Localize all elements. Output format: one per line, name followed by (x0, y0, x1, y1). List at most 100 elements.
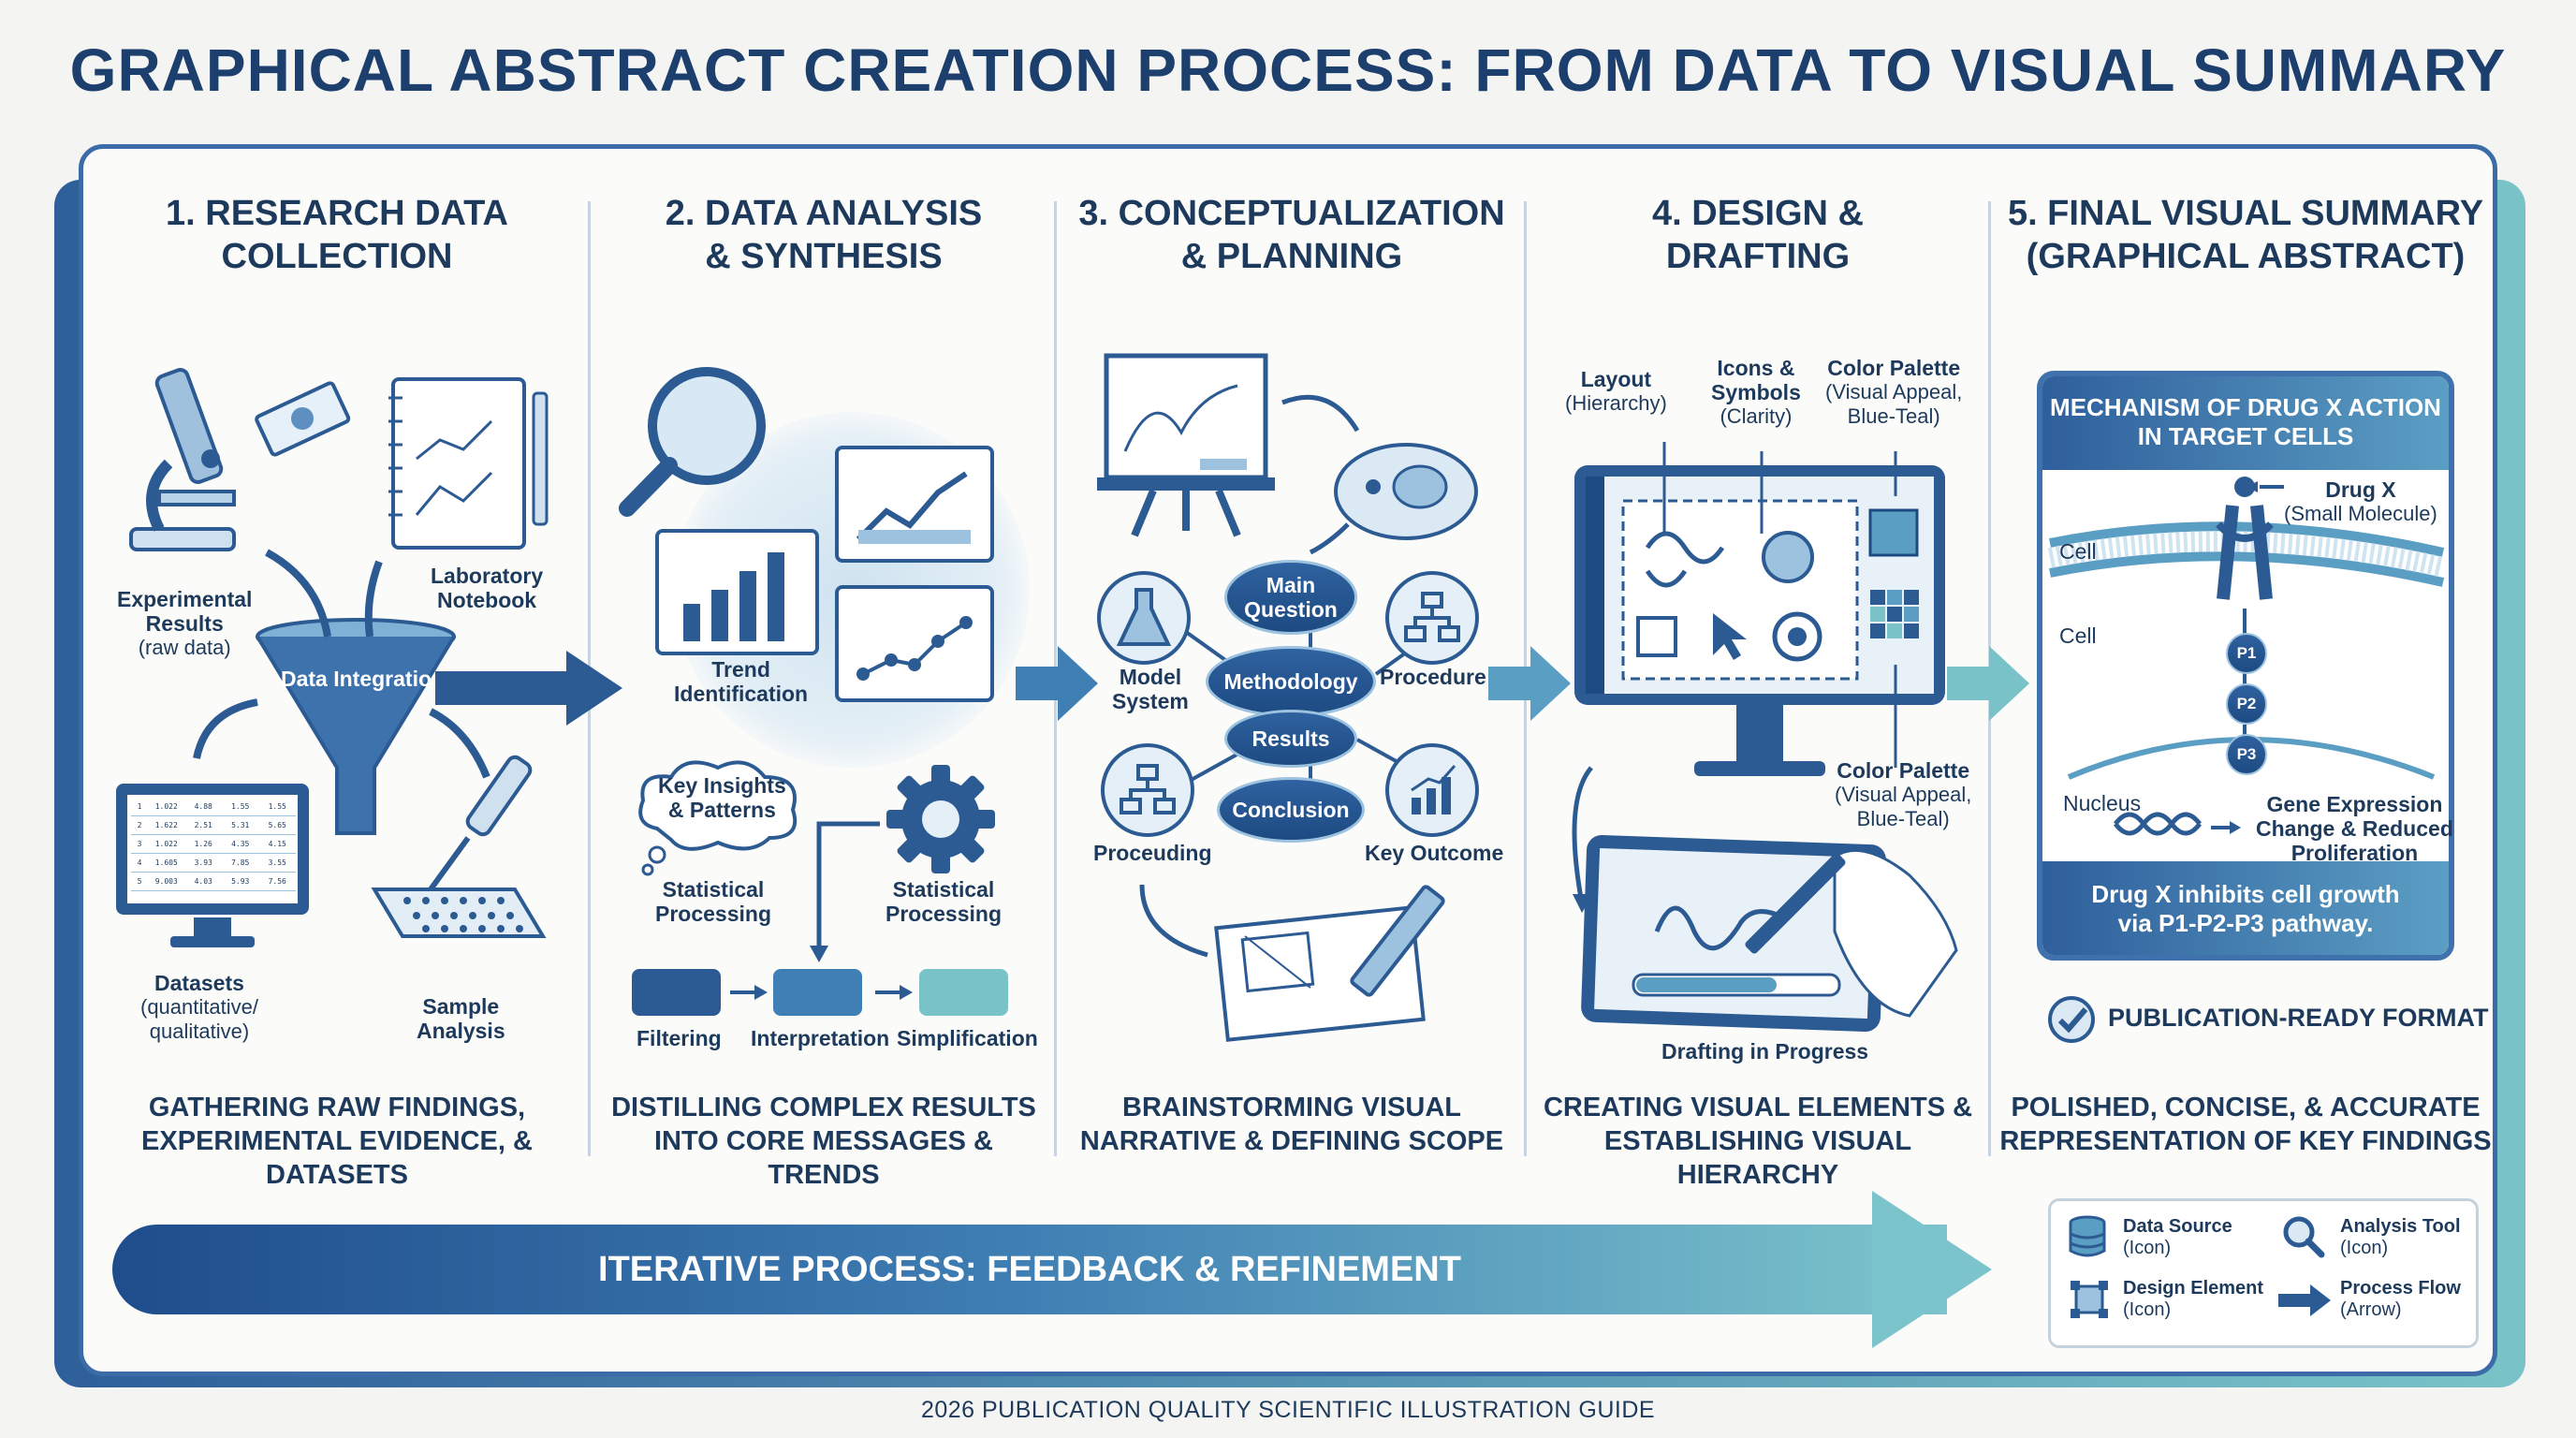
sample-analysis-label: Sample Analysis (417, 994, 505, 1043)
magnifier-icon (2283, 1216, 2325, 1258)
table-cell: 5.93 (231, 877, 250, 886)
experimental-results-title: Experimental Results (117, 587, 253, 636)
table-cell: 2 (137, 821, 142, 829)
table-cell: 3.55 (268, 858, 286, 867)
conclusion-node: Conclusion (1217, 777, 1365, 843)
stage-summary: DISTILLING COMPLEX RESULTS INTO CORE MES… (611, 1093, 1036, 1190)
cell-icon (1334, 443, 1478, 540)
legend-item: Design Element (Icon) (2123, 1278, 2263, 1321)
table-cell: 9.003 (154, 877, 178, 886)
stage-arrow (1488, 646, 1571, 721)
iterative-process-bar: ITERATIVE PROCESS: FEEDBACK & REFINEMENT (112, 1225, 1947, 1314)
p2-node: P2 (2226, 683, 2267, 725)
stage-heading: 5. FINAL VISUAL SUMMARY (GRAPHICAL ABSTR… (2007, 194, 2484, 276)
legend-sub: (Arrow) (2340, 1299, 2402, 1320)
layout-title: Layout (1580, 367, 1652, 391)
bar-chart-icon (655, 529, 819, 655)
legend-label: Design Element (2123, 1278, 2264, 1299)
process-arrows (810, 821, 880, 962)
color-palette-label: Color Palette (Visual Appeal, Blue-Teal) (1825, 356, 1962, 429)
trend-chart-icon (835, 446, 994, 563)
flowchart-icon (1385, 571, 1479, 665)
model-system-label: Model System (1112, 665, 1189, 713)
nucleus-label: Nucleus (2063, 791, 2142, 815)
legend (2048, 1198, 2479, 1348)
stage-final-summary: 5. FINAL VISUAL SUMMARY (GRAPHICAL ABSTR… (1998, 192, 2494, 1166)
microscope-icon (129, 368, 236, 551)
design-element-icon (2071, 1281, 2108, 1318)
legend-item: Process Flow (Arrow) (2340, 1278, 2461, 1321)
stage-summary: BRAINSTORMING VISUAL NARRATIVE & DEFININ… (1079, 1093, 1504, 1156)
experimental-results-sub: (raw data) (138, 636, 231, 659)
gene-expression-label: Gene Expression Change & Reduced Prolife… (2256, 792, 2453, 865)
table-cell: 2.51 (194, 821, 212, 829)
arrow-icon (2278, 1284, 2331, 1316)
stage-conceptualization: 3. CONCEPTUALIZATION & PLANNING BRAINSTO… (1067, 192, 1516, 1166)
data-integration-label: Data Integration (281, 667, 446, 691)
stage-arrow (1016, 646, 1098, 721)
table-cell: 3 (137, 840, 142, 848)
table-cell: 1.55 (231, 802, 250, 811)
trend-identification-label: Trend Identification (674, 657, 809, 706)
experimental-results-label: Experimental Results (raw data) (117, 587, 252, 660)
table-cell: 5.65 (268, 821, 286, 829)
cell-label: Cell (2059, 624, 2097, 648)
statistical-processing-label: Statistical Processing (886, 877, 1002, 926)
icons-symbols-sub: (Clarity) (1720, 404, 1793, 428)
datasets-title: Datasets (154, 971, 244, 995)
tablet-drawing-icon (1572, 766, 1958, 1032)
legend-label: Analysis Tool (2340, 1216, 2461, 1237)
stage-summary: CREATING VISUAL ELEMENTS & ESTABLISHING … (1543, 1093, 1973, 1190)
design-monitor-icon (1574, 465, 1945, 776)
datasets-sub: (quantitative/ qualitative) (140, 995, 258, 1043)
results-node: Results (1224, 710, 1357, 768)
table-cell: 4 (137, 858, 142, 867)
table-cell: 1.605 (154, 858, 178, 867)
stage-arrow (435, 651, 622, 726)
legend-sub: (Icon) (2340, 1238, 2389, 1258)
simplification-label: Simplification (897, 1026, 1038, 1050)
table-cell: 3.93 (194, 858, 212, 867)
color-palette-sub: (Visual Appeal, Blue-Teal) (1825, 380, 1963, 428)
small-arrow-icon (730, 985, 768, 1000)
color-palette-label: Color Palette (Visual Appeal, Blue-Teal) (1835, 758, 1971, 831)
p1-node: P1 (2226, 633, 2267, 674)
panel-summary: Drug X inhibits cell growth via P1-P2-P3… (2042, 861, 2449, 955)
color-palette-sub: (Visual Appeal, Blue-Teal) (1835, 783, 1972, 830)
page-footer: 2026 PUBLICATION QUALITY SCIENTIFIC ILLU… (920, 1397, 1656, 1423)
legend-label: Data Source (2123, 1216, 2232, 1237)
key-outcome-label: Key Outcome (1365, 841, 1504, 865)
checkmark-icon (2048, 996, 2095, 1043)
flow-arrows (1281, 394, 1360, 555)
database-icon (2069, 1215, 2106, 1257)
panel-title: MECHANISM OF DRUG X ACTION IN TARGET CEL… (2042, 376, 2449, 470)
stage-summary: POLISHED, CONCISE, & ACCURATE REPRESENTA… (1999, 1093, 2492, 1156)
icons-symbols-title: Icons & Symbols (1711, 356, 1801, 404)
laboratory-notebook-label: Laboratory Notebook (431, 564, 544, 612)
iterative-arrow-head (1872, 1191, 1992, 1348)
color-palette-title: Color Palette (1837, 758, 1970, 783)
methodology-node: Methodology (1206, 646, 1376, 717)
scatter-chart-icon (835, 585, 994, 702)
main-question-node: Main Question (1224, 560, 1357, 635)
flow-arrows (193, 549, 490, 779)
table-cell: 5 (137, 877, 142, 886)
p3-node: P3 (2226, 734, 2267, 775)
stage-heading: 4. DESIGN & DRAFTING (1652, 194, 1864, 276)
filtering-box (632, 969, 721, 1016)
stage-summary: GATHERING RAW FINDINGS, EXPERIMENTAL EVI… (141, 1093, 533, 1190)
funnel-icon (256, 618, 456, 835)
publication-ready-label: PUBLICATION-READY FORMAT (2108, 1004, 2489, 1032)
stage-data-analysis: 2. DATA ANALYSIS & SYNTHESIS DISTILLING … (599, 192, 1048, 1190)
bar-chart-icon (1385, 743, 1479, 837)
sketch-pencil-icon (1139, 884, 1445, 1042)
table-cell: 1.022 (154, 802, 178, 811)
table-cell: 4.88 (194, 802, 212, 811)
callout-lines (1662, 442, 1897, 768)
table-cell: 1.26 (194, 840, 212, 848)
magnifier-icon (619, 367, 766, 517)
